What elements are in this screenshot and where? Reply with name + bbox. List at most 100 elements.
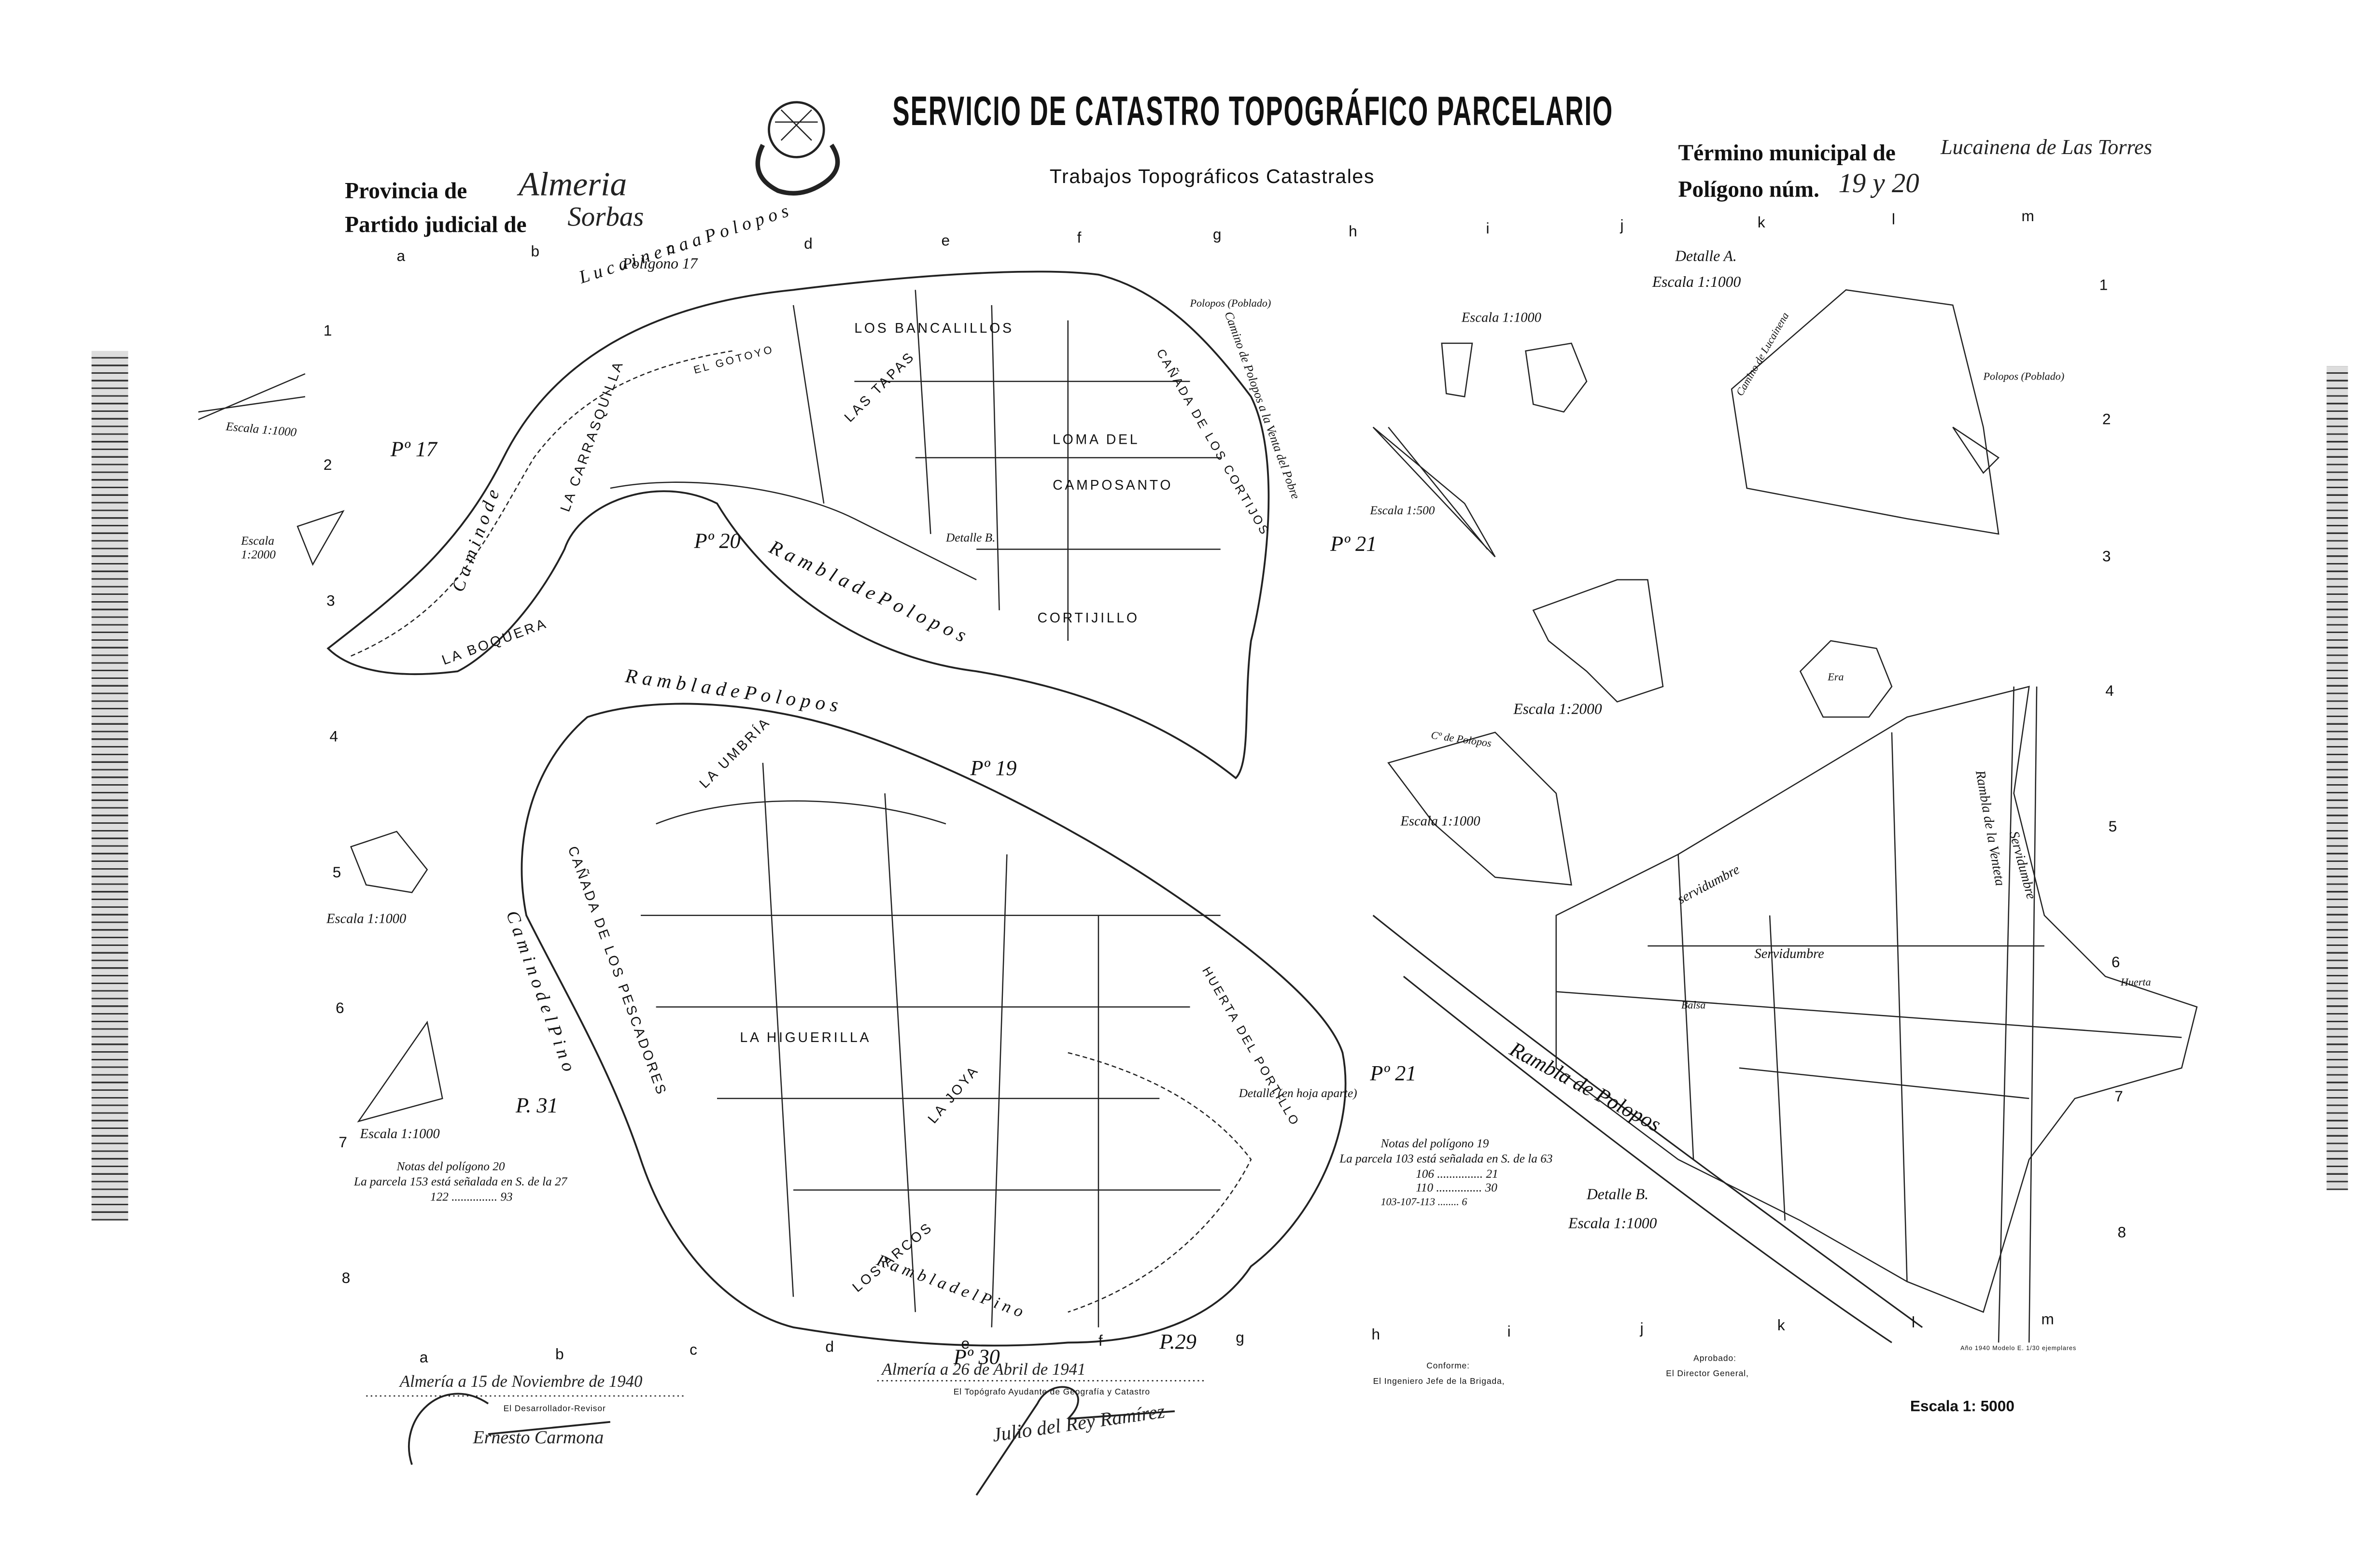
grid-col-top-h: h [1349,224,1357,241]
grid-col-bottom-h: h [1371,1327,1380,1344]
grid-col-top-b: b [531,244,540,261]
poligono-label: Polígono núm. [1678,178,1819,203]
notes-p19-title: Notas del polígono 19 [1380,1136,1489,1151]
grid-col-bottom-g: g [1236,1330,1244,1347]
label-p30: Pº 30 [953,1347,1000,1370]
notes-p20-title: Notas del polígono 20 [396,1159,505,1173]
scale-ruler-right [2326,366,2348,1190]
place-loma-del: LOMA DEL [1053,432,1140,447]
label-p29: P.29 [1159,1332,1197,1355]
grid-col-bottom-a: a [419,1350,428,1367]
grid-row-left-5: 5 [332,865,341,882]
footer-role-3: El Ingeniero Jefe de la Brigada, [1373,1378,1505,1387]
label-p31: P. 31 [515,1095,558,1118]
grid-col-top-g: g [1212,227,1222,244]
grid-row-right-7: 7 [2114,1089,2123,1106]
poligono-value: 19 y 20 [1838,168,1919,198]
label-detalle-b-small: Detalle B. [945,531,996,545]
detalle-b-scale: Escala 1:1000 [1568,1216,1657,1233]
termino-label: Término municipal de [1678,141,1896,167]
grid-row-right-4: 4 [2105,683,2114,701]
grid-row-left-4: 4 [329,729,338,747]
label-p20: Pº 20 [694,531,741,554]
scale-note-7: Escala 1:1000 [326,911,407,926]
label-p17: Pº 17 [390,439,437,463]
grid-col-bottom-e: e [961,1336,970,1353]
notes-p20-line1: La parcela 153 está señalada en S. de la… [354,1174,567,1189]
provincia-value: Almeria [519,165,627,203]
grid-col-top-c: c [666,241,675,258]
grid-col-top-l: l [1891,212,1895,229]
footer-conforme: Conforme: [1426,1362,1470,1372]
partido-label: Partido judicial de [345,213,527,238]
label-huerta: Huerta [2120,976,2151,989]
detalle-a-outline [1731,289,2000,535]
map-subtitle: Trabajos Topográficos Catastrales [1049,165,1375,188]
label-era: Era [1828,671,1844,684]
notes-p19-line3: 110 ............... 30 [1416,1181,1497,1195]
grid-col-top-i: i [1486,221,1490,238]
scale-ruler-left [91,351,128,1221]
grid-col-top-k: k [1757,215,1765,232]
grid-col-top-f: f [1077,230,1082,247]
grid-row-right-2: 2 [2102,412,2111,429]
grid-col-bottom-f: f [1098,1333,1103,1351]
notes-p19-line4: 103-107-113 ........ 6 [1380,1196,1467,1209]
termino-value: Lucainena de Las Torres [1941,137,2152,160]
grid-col-bottom-c: c [690,1342,697,1360]
label-polopos-poblado-b: Polopos (Poblado) [1983,370,2065,383]
partido-value: Sorbas [567,201,644,232]
place-los-bancalillos: LOS BANCALILLOS [854,320,1014,336]
rambla-polopos-right [1372,915,1923,1343]
label-p19: Pº 19 [970,758,1017,781]
grid-col-bottom-k: k [1777,1318,1785,1335]
emblem-icon [755,101,840,196]
detalle-b-title: Detalle B. [1586,1187,1649,1204]
grid-col-top-d: d [804,236,813,254]
footer-date-2: Almería a 26 de Abril de 1941 [882,1361,1086,1380]
place-la-higuerilla: LA HIGUERILLA [740,1029,872,1045]
detalle-b-outline [1555,686,2198,1313]
detalle-a-scale: Escala 1:1000 [1652,274,1741,292]
signature-1: Ernesto Carmona [473,1426,604,1448]
scale-note-3: Escala 1:1000 [1461,310,1541,325]
grid-row-left-1: 1 [323,323,332,340]
label-servidumbre-2: Servidumbre [1754,945,1824,961]
label-poligono-17-top: Polígono 17 [622,256,698,273]
grid-col-top-m: m [2021,209,2034,226]
footer-role-1: El Desarrollador-Revisor [503,1405,606,1414]
grid-col-bottom-m: m [2041,1312,2054,1329]
notes-p19-line1: La parcela 103 está señalada en S. de la… [1339,1152,1553,1166]
label-p21-b: Pº 21 [1370,1063,1417,1086]
scale-note-6: Escala 1:1000 [1400,813,1480,829]
grid-col-bottom-b: b [555,1347,564,1364]
place-cortijillo: CORTIJILLO [1037,610,1140,626]
grid-col-bottom-i: i [1507,1324,1511,1341]
footer-aprobado: Aprobado: [1693,1354,1736,1364]
scale-note-4: Escala 1:500 [1370,503,1435,518]
grid-col-bottom-l: l [1911,1315,1915,1332]
grid-row-left-2: 2 [323,457,332,475]
grid-col-bottom-d: d [825,1339,834,1356]
footer-role-4: El Director General, [1666,1370,1749,1380]
label-detalle-hoja: Detalle (en hoja aparte) [1239,1086,1357,1100]
grid-row-right-1: 1 [2099,278,2108,295]
grid-col-top-e: e [941,233,950,251]
label-balsa: Balsa [1681,999,1706,1012]
grid-row-right-8: 8 [2117,1225,2127,1242]
grid-row-left-8: 8 [341,1270,351,1288]
provincia-label: Provincia de [345,180,467,205]
footer-date-1: Almería a 15 de Noviembre de 1940 [399,1373,643,1392]
detalle-a-title: Detalle A. [1675,249,1737,266]
grid-row-right-6: 6 [2111,955,2120,972]
notes-p19-line2: 106 ............... 21 [1416,1167,1498,1181]
grid-row-left-3: 3 [326,593,335,610]
place-camposanto: CAMPOSANTO [1053,477,1173,493]
polygon-19-outline [521,703,1347,1347]
label-p21-a: Pº 21 [1330,534,1377,557]
notes-p20-line2: 122 ............... 93 [430,1190,513,1204]
footer-printer: Año 1940 Modelo E. 1/30 ejemplares [1960,1344,2077,1352]
polygon-20-outline [326,270,1270,779]
grid-col-top-j: j [1620,218,1624,235]
